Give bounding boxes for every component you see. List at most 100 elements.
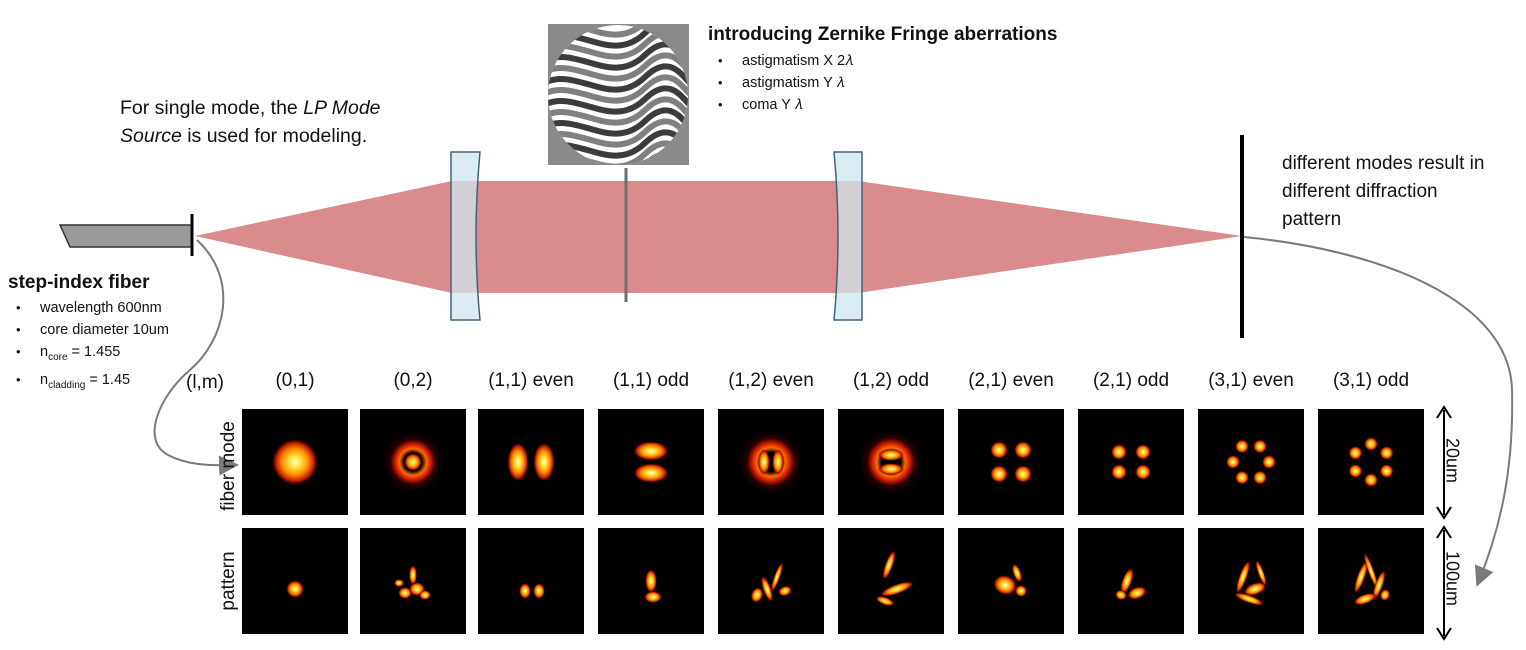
diffraction-pattern-tile [838,528,944,634]
intensity-lobe [1255,559,1267,587]
intensity-lobe [878,449,904,461]
scale-bar-20um [1436,405,1452,520]
diffraction-pattern-tile [1078,528,1184,634]
intensity-lobe [1111,464,1127,480]
intensity-lobe [879,581,915,597]
intensity-lobe [1253,439,1267,454]
fiber-mode-tile [718,409,824,515]
intensity-lobe [770,561,784,593]
detector-to-table-arrow [1243,236,1514,587]
intensity-lobe [1364,437,1378,451]
fiber-mode-tile [958,409,1064,515]
intensity-lobe [758,449,770,475]
intensity-lobe [1353,560,1369,594]
intensity-lobe [286,580,304,598]
diffraction-pattern-tile [242,528,348,634]
diffraction-pattern-tile [598,528,704,634]
mode-label: (0,1) [275,370,315,391]
intensity-lobe [533,583,545,599]
intensity-lobe [760,575,774,603]
wavelength-text: wavelength 600nm [40,300,162,316]
intensity-lobe [1015,585,1027,597]
intensity-lobe [398,587,412,599]
intensity-lobe [1135,464,1151,480]
fiber-mode-tile [242,409,348,515]
intensity-lobe [1353,592,1377,606]
intensity-lobe [993,574,1017,596]
mode-label: (1,1) odd [612,370,690,391]
intensity-lobe [645,569,657,593]
fiber-mode-tile [360,409,466,515]
mode-label: (2,1) even [968,370,1054,391]
fiber-spec-item: •ncladding = 1.45 [16,369,169,397]
intensity-lobe [1363,552,1379,590]
intensity-lobe [1127,586,1147,600]
lp-mode-source-note: For single mode, the LP Mode Source is u… [120,97,381,147]
intensity-lobe [1014,465,1032,483]
intensity-lobe [1379,589,1391,601]
fiber-spec-item: •wavelength 600nm [16,297,169,319]
intensity-lobe [1262,455,1276,469]
mode-label: (0,2) [393,370,433,391]
intensity-lobe [419,590,431,600]
intensity-lobe [1111,444,1127,460]
mode-label: (3,1) odd [1332,370,1410,391]
fiber-mode-tile [598,409,704,515]
intensity-lobe [1379,464,1394,478]
mode-label: (1,2) odd [852,370,930,391]
intensity-lobe [1014,441,1032,459]
intensity-lobe [1364,473,1378,487]
zernike-item: •coma Y 𝜆 [718,97,803,113]
diffraction-pattern-tile [718,528,824,634]
intensity-lobe [633,463,669,483]
zernike-item: •astigmatism Y 𝜆 [718,75,845,91]
intensity-lobe [778,585,792,597]
intensity-lobe [875,595,895,607]
intensity-lobe [772,449,784,475]
intensity-lobe [750,587,764,603]
beam-collimated [452,181,858,293]
intensity-lobe [644,591,662,603]
intensity-lobe [1120,567,1134,595]
lens-1 [450,151,481,321]
intensity-lobe [1235,439,1249,454]
intensity-lobe [404,453,422,471]
lens-2 [833,151,863,321]
row-label-fiber-mode: fiber mode [218,421,239,511]
fiber-mode-tile [838,409,944,515]
intensity-lobe [990,441,1008,459]
scale-label-20um: 20um [1442,437,1463,484]
mode-label: (3,1) even [1208,370,1294,391]
diffraction-pattern-tile [478,528,584,634]
intensity-lobe [1226,455,1240,469]
intensity-lobe [1135,444,1151,460]
fiber-title: step-index fiber [8,272,150,293]
intensity-lobe [409,565,417,585]
zernike-list: •astigmatism X 2𝜆 •astigmatism Y 𝜆 •coma… [718,50,853,116]
intensity-lobe [1348,464,1363,478]
intensity-lobe [1379,446,1394,460]
intensity-lobe [394,579,404,587]
intensity-lobe [882,549,896,581]
intensity-lobe [1348,446,1363,460]
lm-label: (l,m) [186,372,224,393]
intensity-lobe [1233,592,1265,606]
diffraction-pattern-tile [1198,528,1304,634]
fiber-mode-row [242,409,1424,515]
n-cladding-text: ncladding = 1.45 [40,371,131,391]
intensity-lobe [1235,470,1249,485]
intensity-lobe [1235,560,1251,594]
intensity-lobe [633,441,669,461]
diffraction-pattern-tile [1318,528,1424,634]
intensity-lobe [533,442,555,482]
intensity-lobe [1243,582,1267,596]
intensity-lobe [271,438,319,486]
zernike-title: introducing Zernike Fringe aberrations [708,24,1058,45]
intensity-lobe [519,583,531,599]
diffraction-pattern-tile [958,528,1064,634]
diffraction-pattern-tile [360,528,466,634]
intensity-lobe [878,463,904,475]
detector-note: different modes result in different diff… [1282,153,1485,230]
zernike-item: •astigmatism X 2𝜆 [718,53,854,69]
scale-bar-100um [1436,525,1452,641]
